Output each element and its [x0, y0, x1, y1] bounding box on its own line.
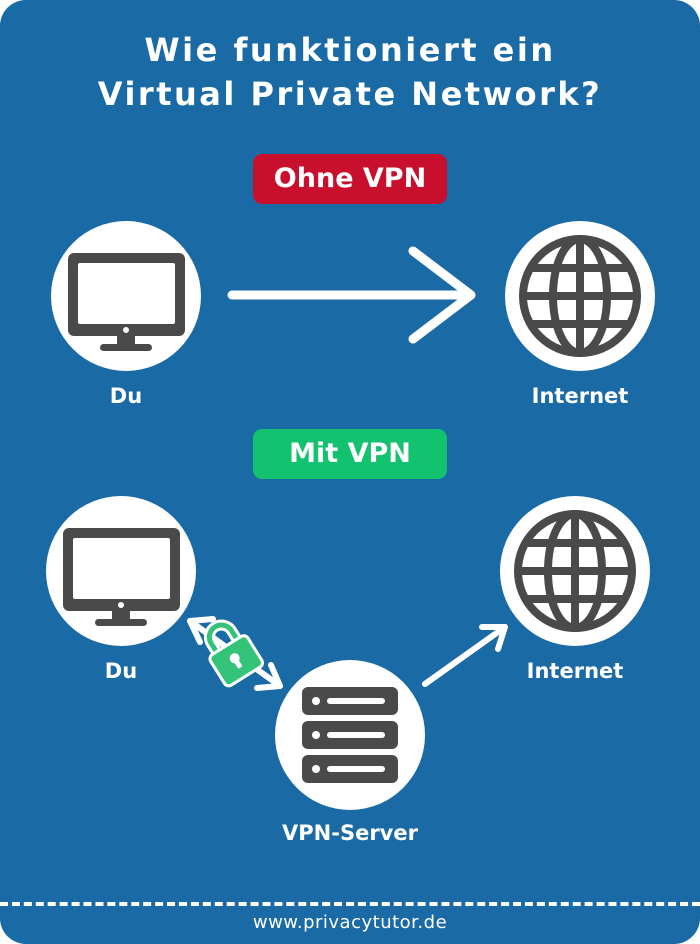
internet-node-without-vpn: [505, 221, 655, 371]
arrow-icon: [422, 624, 508, 687]
vpn-server-node: [275, 660, 425, 810]
footer-divider: [0, 902, 700, 906]
globe-icon: [514, 510, 636, 632]
you-node-with-vpn: [46, 496, 196, 646]
internet-label-with-vpn: Internet: [526, 659, 624, 683]
internet-node-with-vpn: [500, 496, 650, 646]
lock-icon: [203, 619, 265, 688]
internet-label-without-vpn: Internet: [531, 384, 629, 408]
page-title: Wie funktioniert ein Virtual Private Net…: [0, 28, 700, 116]
server-icon: [302, 687, 398, 783]
monitor-icon: [68, 253, 185, 351]
you-label-without-vpn: Du: [109, 384, 143, 408]
you-label-with-vpn: Du: [104, 659, 138, 683]
title-line-1: Wie funktioniert ein: [144, 31, 556, 69]
title-line-2: Virtual Private Network?: [97, 75, 603, 113]
footer-url: www.privacytutor.de: [252, 912, 448, 933]
you-node-without-vpn: [51, 221, 201, 371]
badge-without-vpn: Ohne VPN: [253, 154, 447, 204]
vpn-server-label: VPN-Server: [282, 821, 418, 845]
arrow-icon: [227, 246, 476, 344]
monitor-icon: [63, 528, 180, 626]
badge-with-vpn: Mit VPN: [253, 429, 447, 479]
globe-icon: [519, 235, 641, 357]
